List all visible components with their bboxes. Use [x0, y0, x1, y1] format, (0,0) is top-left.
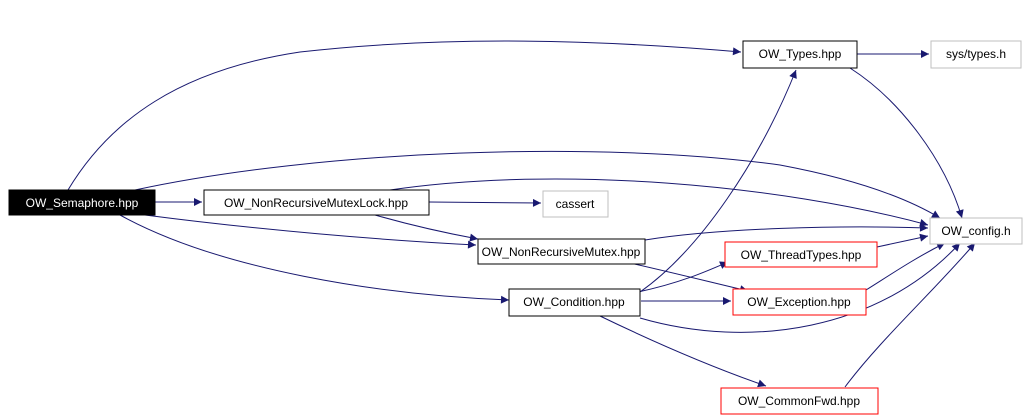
node-label: OW_Semaphore.hpp	[26, 196, 139, 210]
edge-semaphore-types	[67, 40, 742, 191]
edge-nrmutexlock-cassert	[428, 198, 542, 207]
node-ow-config: OW_config.h	[929, 217, 1023, 245]
edge-threadtypes-config	[876, 233, 929, 248]
edge-nrmutexlock-nrmutex	[374, 214, 479, 242]
node-ow-exception[interactable]: OW_Exception.hpp	[732, 288, 867, 316]
edge-semaphore-config	[134, 150, 941, 219]
node-label: OW_ThreadTypes.hpp	[741, 248, 862, 262]
node-ow-types[interactable]: OW_Types.hpp	[742, 40, 858, 69]
edge-types-config	[849, 67, 964, 219]
node-label: OW_config.h	[941, 224, 1010, 238]
node-sys-types: sys/types.h	[930, 40, 1022, 69]
node-label: OW_CommonFwd.hpp	[738, 394, 860, 408]
node-ow-threadtypes[interactable]: OW_ThreadTypes.hpp	[724, 241, 878, 268]
edge-nrmutex-config	[644, 223, 929, 241]
edges	[67, 40, 976, 388]
node-cassert: cassert	[542, 190, 609, 218]
edge-semaphore-condition	[119, 214, 510, 304]
edge-semaphore-nrmutex	[144, 214, 477, 249]
node-label: OW_Types.hpp	[759, 47, 842, 61]
node-label: OW_NonRecursiveMutex.hpp	[482, 245, 641, 259]
node-label: OW_NonRecursiveMutexLock.hpp	[224, 196, 408, 210]
node-ow-nonrecursivemutex[interactable]: OW_NonRecursiveMutex.hpp	[477, 238, 646, 265]
node-label: cassert	[556, 197, 595, 211]
edge-condition-commonfwd	[599, 315, 767, 388]
node-label: OW_Condition.hpp	[523, 295, 625, 309]
node-ow-commonfwd[interactable]: OW_CommonFwd.hpp	[720, 387, 879, 415]
edge-exception-config	[865, 242, 946, 291]
edge-nrmutexlock-config	[389, 178, 929, 227]
node-ow-nonrecursivemutexlock[interactable]: OW_NonRecursiveMutexLock.hpp	[203, 189, 430, 216]
edge-condition-types	[639, 69, 797, 293]
node-label: OW_Exception.hpp	[747, 295, 851, 309]
edge-commonfwd-config	[844, 242, 976, 388]
edge-condition-threadtypes	[637, 261, 729, 293]
node-ow-condition[interactable]: OW_Condition.hpp	[508, 288, 641, 317]
edge-condition-config	[639, 242, 961, 333]
node-label: sys/types.h	[946, 47, 1006, 61]
node-ow-semaphore[interactable]: OW_Semaphore.hpp	[8, 189, 156, 216]
